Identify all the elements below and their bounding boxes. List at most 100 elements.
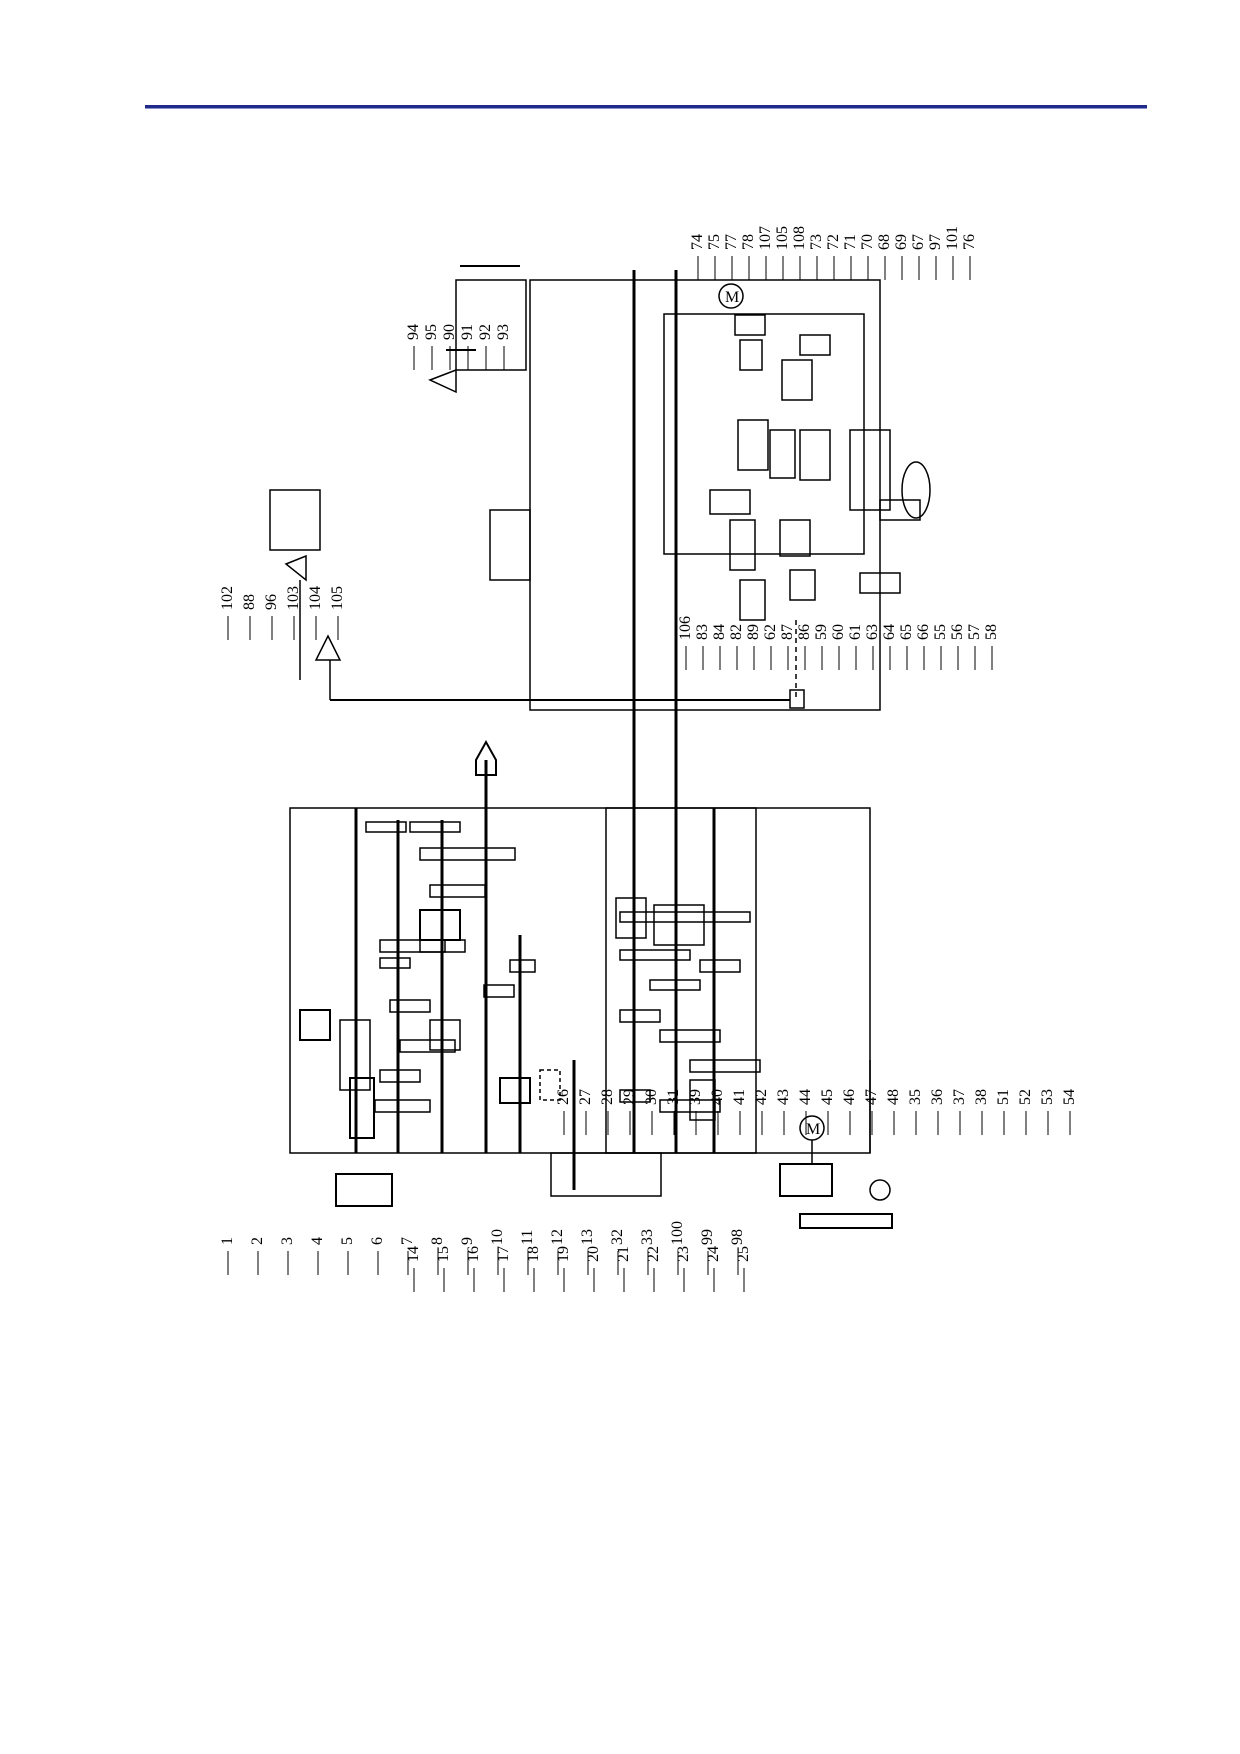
callout-19: 19 (555, 1246, 572, 1262)
callout-52: 52 (1017, 1089, 1034, 1105)
pump-frame (550, 1152, 662, 1197)
callout-35: 35 (907, 1089, 924, 1105)
callout-7: 7 (399, 1237, 416, 1245)
callout-58: 58 (983, 624, 1000, 640)
header-rule (145, 105, 1147, 109)
callout-12: 12 (549, 1229, 566, 1245)
spindle-nose (475, 739, 497, 776)
callout-53: 53 (1039, 1089, 1056, 1105)
callout-95: 95 (423, 324, 440, 340)
callout-63: 63 (864, 624, 881, 640)
callout-65: 65 (898, 624, 915, 640)
callout-104: 104 (307, 586, 324, 610)
callout-93: 93 (495, 324, 512, 340)
callout-76: 76 (961, 234, 978, 250)
callout-68: 68 (876, 234, 893, 250)
apron-inner-frame (663, 313, 865, 555)
callout-14: 14 (405, 1246, 422, 1262)
callout-20: 20 (585, 1246, 602, 1262)
callout-16: 16 (465, 1246, 482, 1262)
callout-27: 27 (577, 1089, 594, 1105)
callout-44: 44 (797, 1089, 814, 1105)
callout-48: 48 (885, 1089, 902, 1105)
callout-97: 97 (927, 234, 944, 250)
callout-90: 90 (441, 324, 458, 340)
handwheel-69 (901, 461, 931, 519)
callout-22: 22 (645, 1246, 662, 1262)
callout-37: 37 (951, 1089, 968, 1105)
callout-69: 69 (893, 234, 910, 250)
callout-100: 100 (669, 1221, 686, 1245)
callout-102: 102 (219, 586, 236, 610)
callout-30: 30 (643, 1089, 660, 1105)
callout-1: 1 (219, 1237, 236, 1245)
callout-26: 26 (555, 1089, 572, 1105)
callout-67: 67 (910, 234, 927, 250)
callout-46: 46 (841, 1089, 858, 1105)
callout-107: 107 (757, 226, 774, 250)
callout-57: 57 (966, 624, 983, 640)
callout-55: 55 (932, 624, 949, 640)
callout-33: 33 (639, 1229, 656, 1245)
callout-84: 84 (711, 624, 728, 640)
callout-25: 25 (735, 1246, 752, 1262)
callout-40: 40 (709, 1089, 726, 1105)
callout-54: 54 (1061, 1089, 1078, 1105)
callout-6: 6 (369, 1237, 386, 1245)
motor-letter-main: M (806, 1121, 820, 1138)
callout-56: 56 (949, 624, 966, 640)
callout-82: 82 (728, 624, 745, 640)
callout-17: 17 (495, 1246, 512, 1262)
motor-pulley (779, 1163, 833, 1197)
callout-39: 39 (687, 1089, 704, 1105)
callout-66: 66 (915, 624, 932, 640)
carriage-lower (489, 509, 531, 581)
callout-61: 61 (847, 624, 864, 640)
main-motor-circle (799, 1115, 825, 1141)
callout-99: 99 (699, 1229, 716, 1245)
callout-8: 8 (429, 1237, 446, 1245)
callout-21: 21 (615, 1246, 632, 1262)
callout-36: 36 (929, 1089, 946, 1105)
callout-98: 98 (729, 1229, 746, 1245)
callout-13: 13 (579, 1229, 596, 1245)
callout-5: 5 (339, 1237, 356, 1245)
callout-77: 77 (723, 234, 740, 250)
main-pulley (335, 1173, 393, 1207)
callout-96: 96 (263, 594, 280, 610)
callout-87: 87 (779, 624, 796, 640)
callout-47: 47 (863, 1089, 880, 1105)
tailstock-body (455, 279, 527, 371)
clutch-housing (299, 1009, 331, 1041)
callout-78: 78 (740, 234, 757, 250)
callout-59: 59 (813, 624, 830, 640)
callout-28: 28 (599, 1089, 616, 1105)
callout-11: 11 (519, 1230, 536, 1245)
callout-43: 43 (775, 1089, 792, 1105)
callout-89: 89 (745, 624, 762, 640)
callout-51: 51 (995, 1089, 1012, 1105)
callout-83: 83 (694, 624, 711, 640)
callout-73: 73 (808, 234, 825, 250)
callout-3: 3 (279, 1237, 296, 1245)
callout-70: 70 (859, 234, 876, 250)
pump-pulley (799, 1213, 893, 1229)
callout-101: 101 (944, 226, 961, 250)
callout-29: 29 (621, 1089, 638, 1105)
callout-10: 10 (489, 1229, 506, 1245)
callout-72: 72 (825, 234, 842, 250)
callout-71: 71 (842, 234, 859, 250)
callout-31: 31 (665, 1089, 682, 1105)
callout-62: 62 (762, 624, 779, 640)
callout-23: 23 (675, 1246, 692, 1262)
callout-88: 88 (241, 594, 258, 610)
callout-15: 15 (435, 1246, 452, 1262)
callout-74: 74 (689, 234, 706, 250)
motor-letter-rapid: M (725, 289, 739, 306)
gearbox-frame (605, 807, 757, 1154)
callout-60: 60 (830, 624, 847, 640)
apron-outer-frame (529, 279, 881, 711)
callout-38: 38 (973, 1089, 990, 1105)
callout-91: 91 (459, 324, 476, 340)
